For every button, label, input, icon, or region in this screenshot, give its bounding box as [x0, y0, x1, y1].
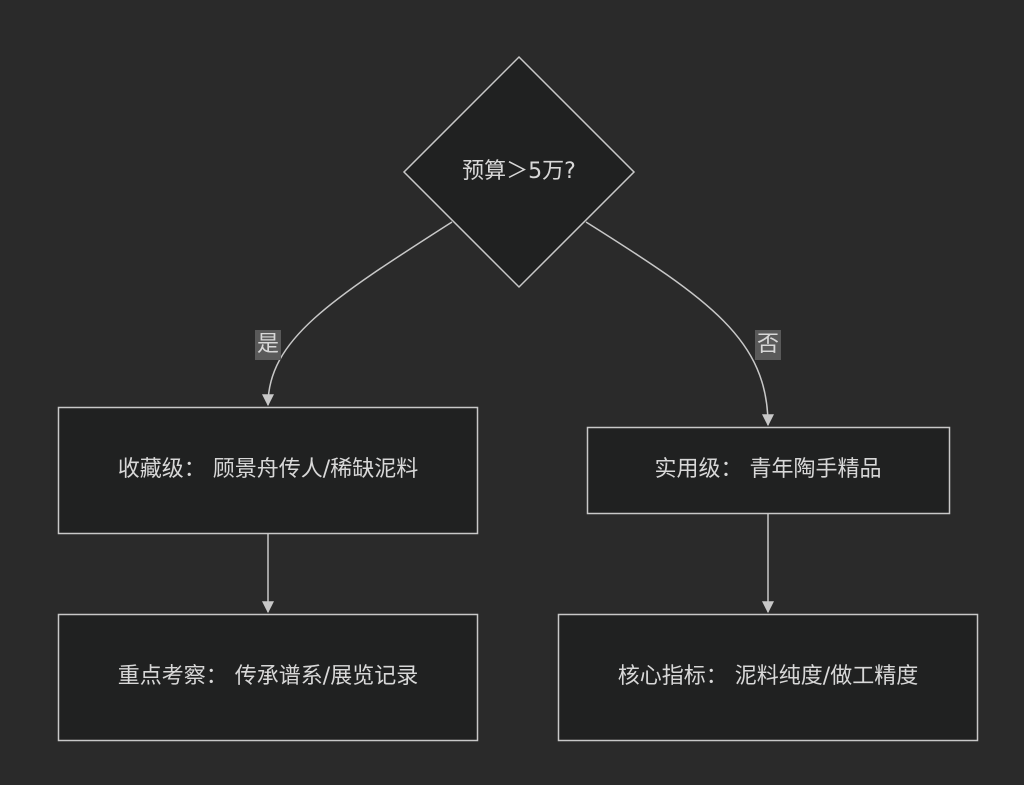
practical-focus-box: [557, 613, 979, 742]
edge-no: [585, 221, 774, 427]
edge-label-yes: 是: [255, 330, 282, 360]
practical-box: [586, 426, 951, 515]
decision-diamond: [402, 55, 636, 289]
edge-label-no: 否: [755, 330, 782, 360]
collector-focus-label: 重点考察： 传承谱系/展览记录: [117, 664, 419, 689]
collector-label: 收藏级： 顾景舟传人/稀缺泥料: [117, 457, 419, 482]
collector-focus-box: [57, 613, 479, 742]
practical-label: 实用级： 青年陶手精品: [654, 457, 882, 482]
practical-focus-label: 核心指标： 泥料纯度/做工精度: [617, 664, 919, 689]
decision-label: 预算＞5万?: [462, 159, 576, 184]
edge-yes: [262, 221, 453, 407]
collector-box: [57, 406, 479, 535]
